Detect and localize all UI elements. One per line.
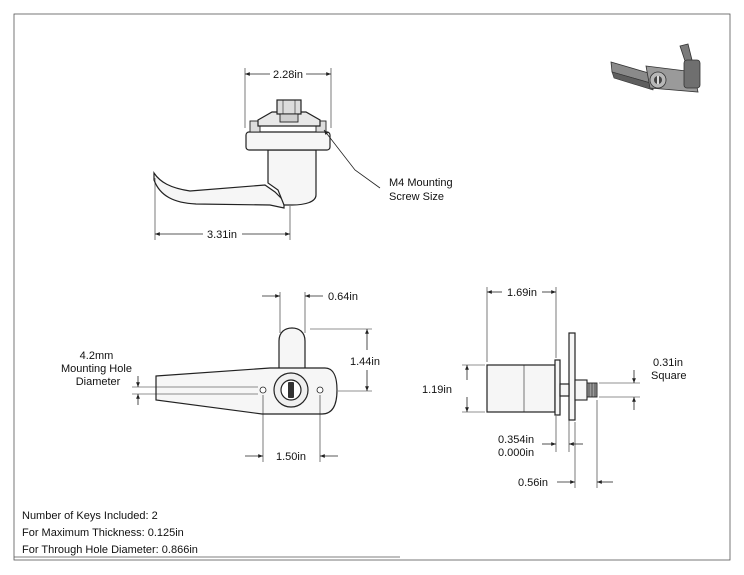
dim-label-150: 1.50in bbox=[276, 451, 306, 463]
mounting-flange bbox=[245, 131, 331, 151]
shaft-nut bbox=[276, 99, 302, 115]
drawing-frame bbox=[13, 13, 731, 561]
side-view: 1.69in 1.19in 0.31in Square 0.354in 0.00… bbox=[422, 287, 686, 489]
dim-label-119: 1.19in bbox=[422, 384, 452, 396]
square-shaft bbox=[586, 382, 598, 398]
dim-label-144: 1.44in bbox=[350, 356, 380, 368]
dim-label-064: 0.64in bbox=[328, 291, 358, 303]
note-max-thickness: For Maximum Thickness: 0.125in bbox=[22, 527, 184, 539]
top-view: 2.28in 3.31in M4 Mounting Screw Size bbox=[153, 68, 456, 241]
note-keys: Number of Keys Included: 2 bbox=[22, 510, 158, 522]
dim-label-331: 3.31in bbox=[207, 229, 237, 241]
latch-body-side bbox=[486, 364, 556, 413]
latch-housing bbox=[267, 149, 317, 206]
mounting-plate bbox=[554, 359, 561, 416]
handle-tab bbox=[278, 327, 306, 373]
note-through-hole: For Through Hole Diameter: 0.866in bbox=[22, 544, 198, 556]
notes-block: Number of Keys Included: 2 For Maximum T… bbox=[22, 508, 198, 559]
dim-label-169: 1.69in bbox=[507, 287, 537, 299]
hole-note: 4.2mm Mounting Hole Diameter bbox=[61, 350, 135, 388]
front-view: 0.64in 1.44in 4.2mm Mounting Hole Diamet… bbox=[61, 291, 380, 463]
dim-label-228: 2.28in bbox=[273, 69, 303, 81]
isometric-thumbnail bbox=[610, 43, 701, 93]
mounting-hole bbox=[259, 386, 267, 394]
screw-note: M4 Mounting Screw Size bbox=[389, 177, 456, 203]
thickness-note: 0.354in 0.000in bbox=[498, 434, 537, 459]
lock-key-cylinder-icon bbox=[649, 71, 667, 89]
dim-label-056: 0.56in bbox=[518, 477, 548, 489]
handle-lever bbox=[153, 171, 285, 209]
cam-shaft bbox=[559, 383, 570, 397]
lock-key-cylinder-icon bbox=[288, 382, 294, 398]
mounting-hole bbox=[316, 386, 324, 394]
handle-lever-front bbox=[155, 367, 338, 415]
square-note: 0.31in Square bbox=[651, 357, 686, 382]
